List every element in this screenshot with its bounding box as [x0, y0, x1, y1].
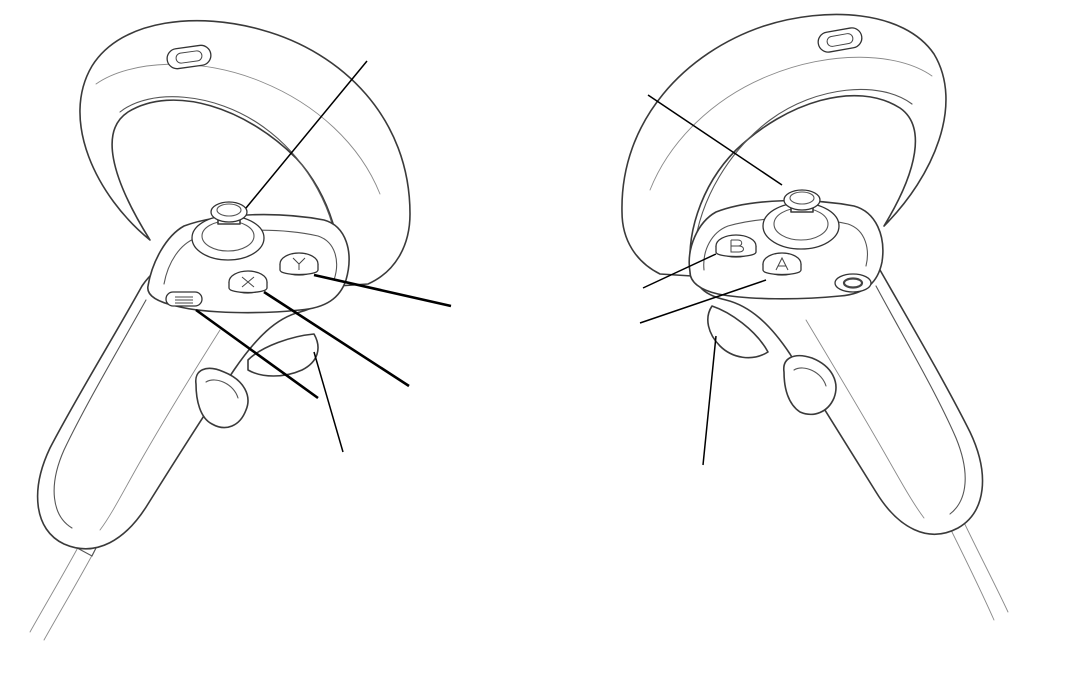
callout-right-trigger: [703, 336, 716, 465]
right-b-button[interactable]: [716, 235, 756, 257]
left-grip-button[interactable]: [196, 368, 248, 427]
right-face-plate: [689, 190, 883, 299]
left-y-button[interactable]: [280, 253, 318, 275]
left-face-plate: [148, 202, 349, 313]
right-controller: [622, 14, 1008, 620]
callout-left-trigger: [314, 352, 343, 452]
left-menu-button[interactable]: [166, 292, 202, 306]
right-a-button[interactable]: [763, 253, 801, 275]
right-thumbstick[interactable]: [763, 190, 839, 249]
left-x-button[interactable]: [229, 271, 267, 293]
right-oculus-button[interactable]: [835, 274, 871, 292]
left-thumbstick[interactable]: [192, 202, 264, 260]
left-controller: [30, 21, 451, 640]
